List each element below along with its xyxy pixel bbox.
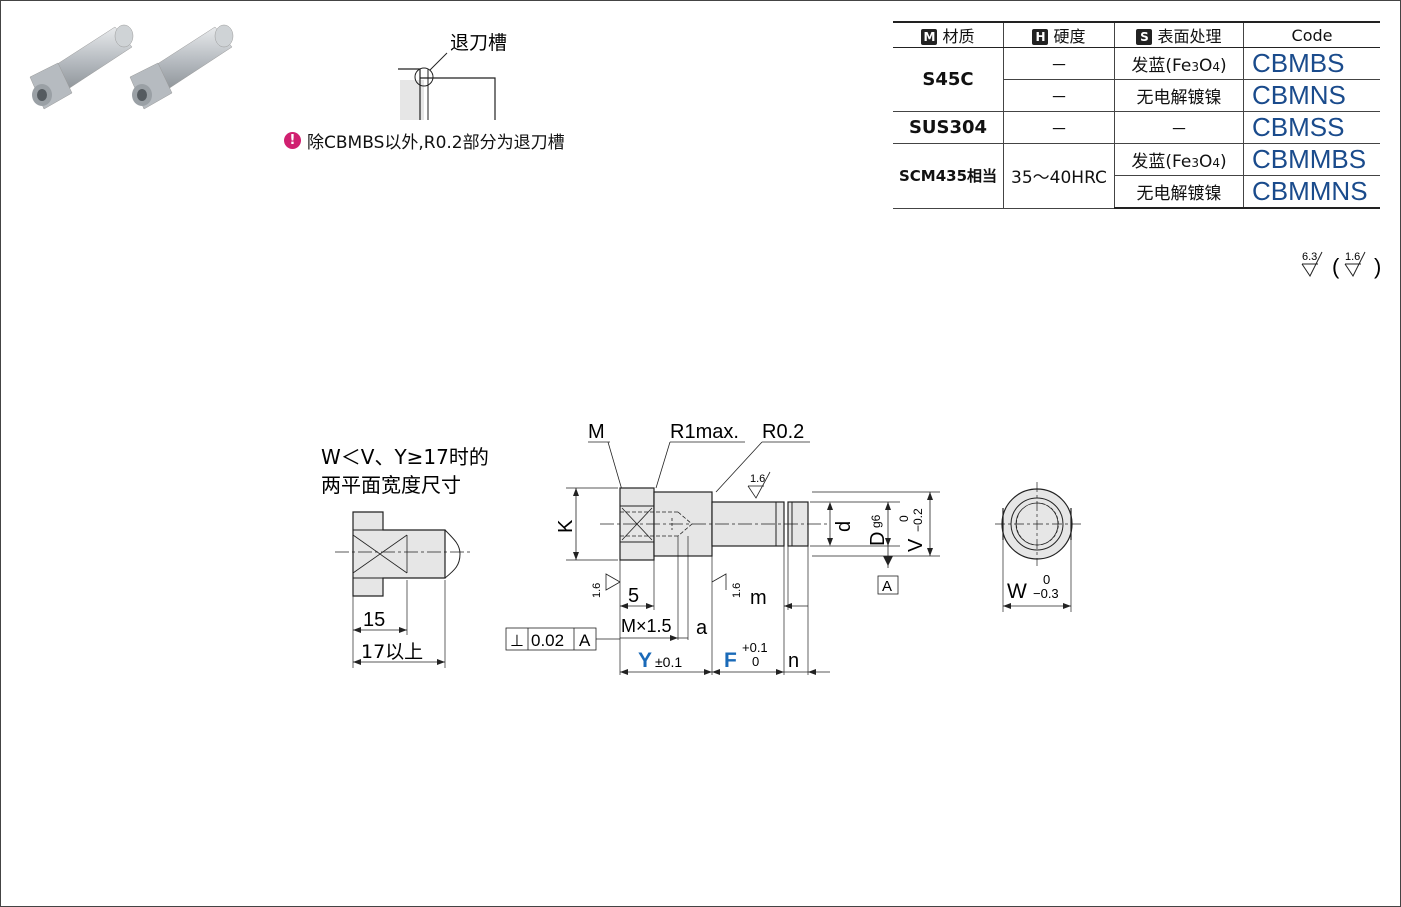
groove-note: ! 除CBMBS以外,R0.2部分为退刀槽 [284, 128, 565, 153]
flats-dim-17: 17以上 [361, 641, 423, 663]
code-cbmbs: CBMBS [1243, 47, 1380, 80]
hardness-cell: － [1003, 111, 1115, 144]
label-k: K [555, 519, 577, 533]
roughness-main: 6.3 [1302, 251, 1317, 263]
label-D: D [867, 532, 889, 546]
hardness-badge: H [1032, 29, 1049, 45]
label-f-tol-up: +0.1 [742, 640, 768, 655]
flats-note-line2: 两平面宽度尺寸 [321, 473, 461, 497]
table-row: S45C － 发蓝(Fe3O4) CBMBS [893, 47, 1380, 112]
code-cbmns: CBMNS [1243, 79, 1380, 112]
table-row: － 无电解镀镍 CBMNS [893, 79, 1380, 112]
label-r02: R0.2 [762, 421, 804, 443]
table-row: 无电解镀镍 CBMMNS [893, 175, 1380, 209]
exclamation-icon: ! [284, 132, 301, 149]
label-thread-pitch: M×1.5 [621, 616, 672, 636]
label-d: d [833, 521, 855, 532]
flats-note-line1: W＜V、Y≥17时的 [321, 445, 489, 469]
groove-label: 退刀槽 [450, 32, 507, 54]
perpendicularity-datum: A [579, 631, 591, 650]
surface-cell: 无电解镀镍 [1114, 79, 1244, 112]
datum-a: A [882, 578, 892, 595]
end-view: W 0 −0.3 [995, 482, 1081, 612]
hardness-cell: 35～40HRC [1003, 143, 1115, 209]
material-badge: M [921, 29, 938, 45]
perpendicularity-icon: ⊥ [510, 633, 524, 650]
roughness-secondary: 1.6 [1345, 251, 1360, 263]
surface-cell: 发蓝(Fe3O4) [1114, 143, 1244, 176]
surface-cell: 无电解镀镍 [1114, 175, 1244, 209]
label-V: V [905, 538, 927, 552]
surface-badge: S [1136, 29, 1153, 45]
label-w-tol-up: 0 [1043, 572, 1050, 587]
material-scm435: SCM435相当 [893, 143, 1004, 209]
roughness-symbol: 6.3 ( 1.6 ) [1301, 251, 1381, 279]
label-v-tol: −0.2 [911, 508, 925, 532]
label-m-thread: M [588, 421, 605, 443]
hardness-cell: － [1003, 79, 1115, 112]
hardness-cell: － [1003, 47, 1115, 80]
surface-cell: － [1114, 111, 1244, 144]
header-code: Code [1243, 21, 1380, 48]
material-s45c: S45C [893, 47, 1004, 112]
groove-note-text: 除CBMBS以外,R0.2部分为退刀槽 [307, 133, 565, 153]
label-m: m [750, 587, 767, 609]
surface-cell: 发蓝(Fe3O4) [1114, 47, 1244, 80]
label-Y: Y [638, 649, 652, 672]
table-row: SUS304 － － CBMSS [893, 111, 1380, 144]
svg-text:(: ( [1332, 254, 1340, 279]
code-cbmmns: CBMMNS [1243, 175, 1380, 209]
label-n: n [788, 650, 799, 672]
roughness-head: 1.6 [591, 583, 603, 598]
main-part-drawing: M R1max. R0.2 K 1.6 d D g6 V 0 −0.2 A [505, 421, 940, 675]
bolt-photo-2 [129, 24, 234, 110]
code-cbmss: CBMSS [1243, 111, 1380, 144]
material-sus304: SUS304 [893, 111, 1004, 144]
label-f-tol-low: 0 [752, 654, 759, 669]
label-r1max: R1max. [670, 421, 739, 443]
label-W: W [1007, 580, 1027, 603]
label-g6: g6 [869, 514, 883, 528]
label-5: 5 [628, 585, 639, 607]
bolt-photo-1 [29, 24, 134, 110]
roughness-shoulder: 1.6 [731, 583, 743, 598]
svg-text:): ) [1374, 254, 1381, 279]
label-v-tol-0: 0 [897, 515, 911, 522]
product-photo [29, 24, 234, 110]
label-F: F [724, 649, 737, 672]
label-y-tol: ±0.1 [655, 654, 682, 670]
label-a: a [696, 617, 708, 639]
table-row: SCM435相当 35～40HRC 发蓝(Fe3O4) CBMMBS [893, 143, 1380, 209]
perpendicularity-value: 0.02 [531, 631, 564, 650]
groove-detail: 退刀槽 [398, 32, 507, 120]
flats-side-view: W＜V、Y≥17时的 两平面宽度尺寸 15 17以上 [321, 445, 489, 668]
flats-dim-15: 15 [363, 609, 385, 631]
label-w-tol-low: −0.3 [1033, 586, 1059, 601]
code-cbmmbs: CBMMBS [1243, 143, 1380, 176]
roughness-shaft: 1.6 [750, 473, 765, 485]
